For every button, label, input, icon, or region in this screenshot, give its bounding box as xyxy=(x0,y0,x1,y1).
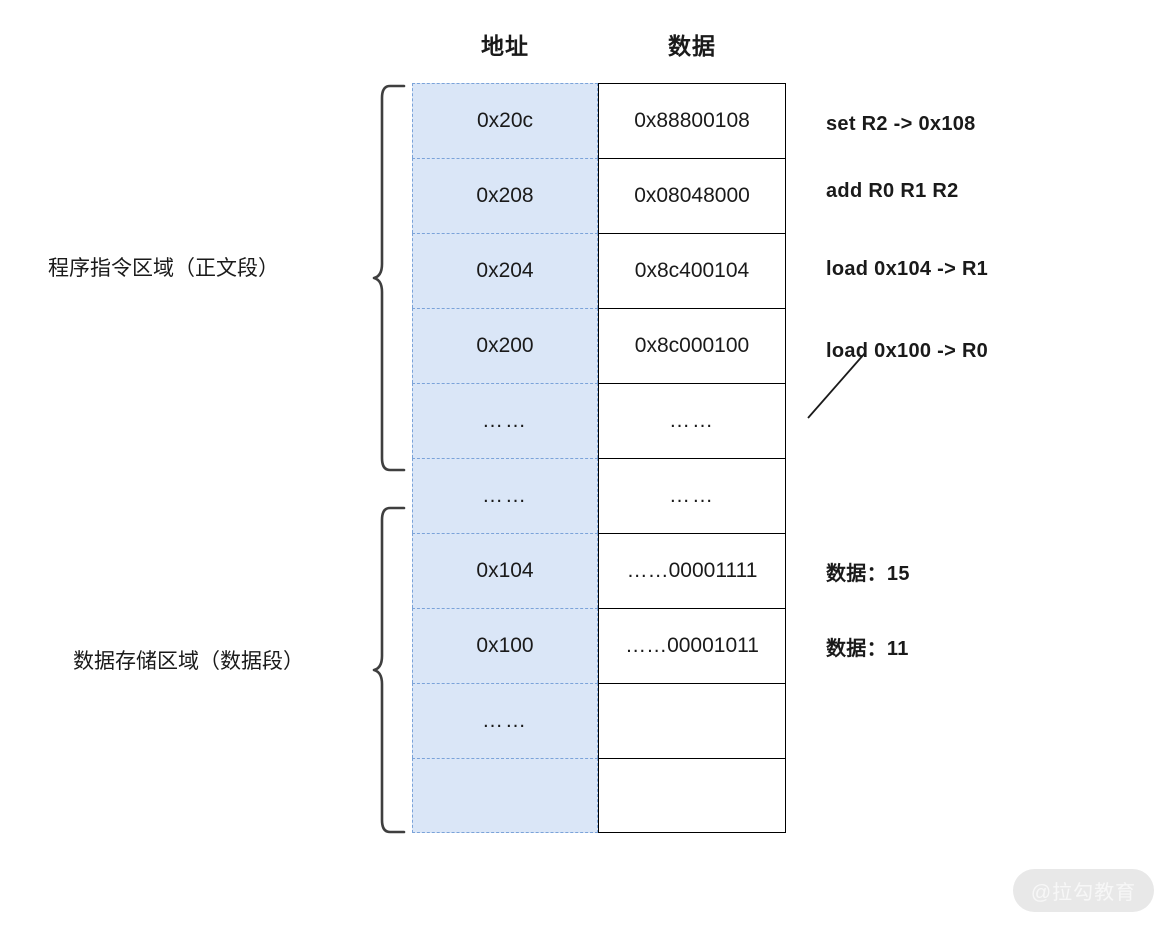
data-cell xyxy=(598,683,786,758)
address-cell: 0x104 xyxy=(412,533,598,608)
leader-line xyxy=(807,352,866,419)
address-cell: 0x208 xyxy=(412,158,598,233)
table-row: 0x104 ……00001111 xyxy=(412,533,786,608)
brace-data-segment xyxy=(372,506,406,834)
annotation-data-11: 数据：11 xyxy=(826,638,909,660)
address-cell: …… xyxy=(412,683,598,758)
data-cell: …… xyxy=(598,383,786,458)
table-row: …… xyxy=(412,683,786,758)
data-cell xyxy=(598,758,786,833)
data-cell: ……00001111 xyxy=(598,533,786,608)
table-row xyxy=(412,758,786,833)
table-row: …… …… xyxy=(412,383,786,458)
region-label-data-segment: 数据存储区域（数据段） xyxy=(73,650,304,673)
address-cell: …… xyxy=(412,383,598,458)
address-cell xyxy=(412,758,598,833)
memory-table: 0x20c 0x88800108 0x208 0x08048000 0x204 … xyxy=(412,83,786,833)
address-cell: …… xyxy=(412,458,598,533)
address-cell: 0x200 xyxy=(412,308,598,383)
column-header-address: 地址 xyxy=(481,33,529,59)
address-cell: 0x100 xyxy=(412,608,598,683)
data-cell: …… xyxy=(598,458,786,533)
data-cell: 0x08048000 xyxy=(598,158,786,233)
annotation-data-15: 数据：15 xyxy=(826,563,910,585)
table-row: 0x100 ……00001011 xyxy=(412,608,786,683)
table-row: 0x208 0x08048000 xyxy=(412,158,786,233)
brace-text-segment xyxy=(372,84,406,472)
data-cell: 0x8c000100 xyxy=(598,308,786,383)
address-cell: 0x204 xyxy=(412,233,598,308)
data-cell: 0x88800108 xyxy=(598,83,786,158)
data-cell: ……00001011 xyxy=(598,608,786,683)
table-row: 0x20c 0x88800108 xyxy=(412,83,786,158)
data-cell: 0x8c400104 xyxy=(598,233,786,308)
annotation-load-0x104: load 0x104 -> R1 xyxy=(826,258,989,280)
column-header-data: 数据 xyxy=(668,33,716,59)
region-label-text-segment: 程序指令区域（正文段） xyxy=(48,257,279,280)
table-row: 0x204 0x8c400104 xyxy=(412,233,786,308)
annotation-load-0x100: load 0x100 -> R0 xyxy=(826,340,989,362)
table-row: …… …… xyxy=(412,458,786,533)
address-cell: 0x20c xyxy=(412,83,598,158)
annotation-set-r2: set R2 -> 0x108 xyxy=(826,113,976,135)
annotation-add-r0-r1-r2: add R0 R1 R2 xyxy=(826,180,959,202)
table-row: 0x200 0x8c000100 xyxy=(412,308,786,383)
watermark: @拉勾教育 xyxy=(1013,869,1154,912)
